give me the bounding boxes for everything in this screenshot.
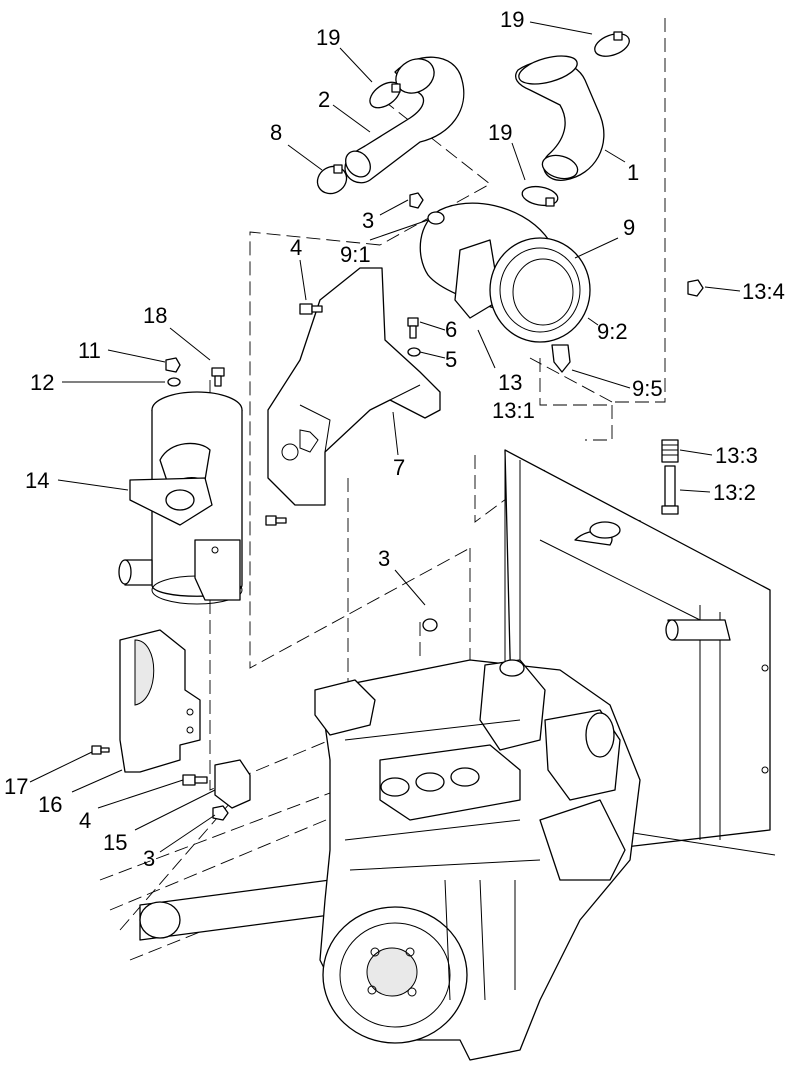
bolt-6-icon bbox=[407, 317, 419, 339]
muffler-icon bbox=[118, 391, 243, 605]
callout-2: 2 bbox=[318, 87, 330, 112]
callout-15: 15 bbox=[103, 830, 127, 855]
intake-hose-2 bbox=[344, 56, 465, 184]
frame-rails bbox=[99, 739, 776, 961]
bolt-18-icon bbox=[211, 367, 225, 387]
callout-3: 3 bbox=[362, 208, 374, 233]
bolt-13-2-icon bbox=[661, 465, 679, 515]
callout-labels: 19 19 19 2 8 1 3 9:1 9 4 13:4 18 11 12 6… bbox=[4, 7, 785, 871]
callout-3: 3 bbox=[378, 546, 390, 571]
hose-clamp-icon bbox=[521, 185, 559, 207]
callout-16: 16 bbox=[38, 792, 62, 817]
washer-5-icon bbox=[407, 347, 421, 357]
bolt-lower-bracket-icon bbox=[265, 515, 287, 526]
bolt-4-lower-icon bbox=[182, 774, 208, 786]
mount-bracket-7 bbox=[267, 267, 441, 506]
callout-9-2: 9:2 bbox=[597, 319, 628, 344]
callout-1: 1 bbox=[627, 160, 639, 185]
callout-13-3: 13:3 bbox=[715, 443, 758, 468]
callout-18: 18 bbox=[143, 303, 167, 328]
callout-17: 17 bbox=[4, 774, 28, 799]
callout-13-1: 13:1 bbox=[492, 398, 535, 423]
callout-12: 12 bbox=[30, 370, 54, 395]
callout-3: 3 bbox=[143, 846, 155, 871]
callout-19: 19 bbox=[316, 25, 340, 50]
callout-13: 13 bbox=[498, 370, 522, 395]
callout-5: 5 bbox=[445, 347, 457, 372]
hose-clamp-icon bbox=[594, 31, 630, 57]
heat-shield-16 bbox=[119, 629, 201, 773]
callout-13-4: 13:4 bbox=[742, 279, 785, 304]
callout-9: 9 bbox=[623, 215, 635, 240]
callout-9-5: 9:5 bbox=[632, 376, 663, 401]
callout-8: 8 bbox=[270, 120, 282, 145]
callout-9-1: 9:1 bbox=[340, 242, 371, 267]
callout-4: 4 bbox=[79, 808, 91, 833]
leader-lines bbox=[29, 21, 741, 853]
callout-13-2: 13:2 bbox=[713, 480, 756, 505]
air-cleaner-icon bbox=[419, 202, 591, 373]
hose-clamp-icon bbox=[369, 81, 401, 109]
hose-clamp-icon bbox=[316, 164, 348, 195]
washer-12-icon bbox=[167, 377, 181, 387]
callout-11: 11 bbox=[78, 338, 101, 363]
bolt-4-top-icon bbox=[299, 303, 323, 315]
bracket-15 bbox=[214, 759, 251, 809]
callout-4: 4 bbox=[290, 235, 302, 260]
callout-19: 19 bbox=[500, 7, 524, 32]
nut-13-4-icon bbox=[687, 279, 704, 297]
nut-3-top-icon bbox=[409, 192, 424, 209]
intake-elbow-hose-1 bbox=[515, 55, 605, 181]
bolt-17-icon bbox=[91, 745, 110, 755]
spring-13-3-icon bbox=[661, 439, 679, 463]
nut-11-icon bbox=[165, 357, 181, 373]
callout-7: 7 bbox=[393, 455, 405, 480]
callout-19: 19 bbox=[488, 120, 512, 145]
callout-14: 14 bbox=[25, 468, 49, 493]
callout-6: 6 bbox=[445, 317, 457, 342]
engine-icon bbox=[314, 618, 641, 1061]
